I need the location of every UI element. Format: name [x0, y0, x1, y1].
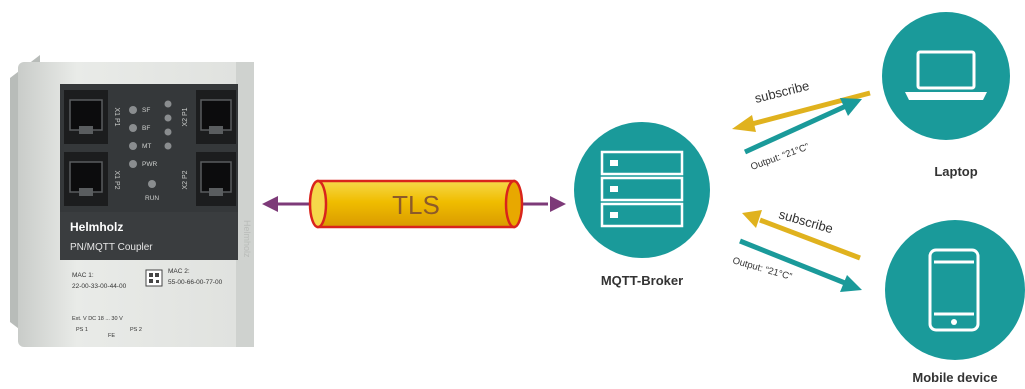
- subscribe-arrowhead-laptop-icon: [732, 115, 756, 132]
- mac2-label: MAC 2:: [168, 268, 190, 275]
- ps2-label: PS 2: [130, 327, 142, 333]
- output-arrow-mobile: [739, 238, 846, 286]
- led-label-run: RUN: [145, 195, 159, 202]
- led-run: [148, 180, 156, 188]
- tls-tube: [308, 179, 524, 229]
- device-side: [236, 62, 254, 347]
- ethernet-port-x2p2[interactable]: [196, 152, 236, 206]
- arrow-head-left-icon: [262, 196, 278, 212]
- port-label-x1p2: X1 P2: [113, 170, 120, 189]
- mac1-label: MAC 1:: [72, 272, 94, 279]
- mobile-circle: [885, 220, 1025, 360]
- mobile-label: Mobile device: [912, 370, 997, 385]
- tls-link: TLS: [262, 179, 566, 229]
- arrow-head-right-icon: [550, 196, 566, 212]
- ethernet-port-x1p2[interactable]: [64, 152, 108, 206]
- led-label-mt: MT: [142, 143, 151, 150]
- smartphone-icon: [928, 248, 980, 332]
- output-arrow-laptop: [743, 103, 848, 155]
- output-arrowhead-mobile-icon: [840, 275, 862, 292]
- mobile-client: Mobile device: [885, 220, 1025, 385]
- port-label-x2p2: X2 P2: [182, 170, 189, 189]
- mac2-value: 55-00-66-00-77-00: [168, 279, 223, 286]
- subscribe-arrow-mobile: [759, 217, 861, 261]
- laptop-circle: [882, 12, 1010, 140]
- broker-circle: [574, 122, 710, 258]
- fe-label: FE: [108, 333, 115, 339]
- port-label-x1p1: X1 P1: [113, 107, 120, 126]
- led-label-sf: SF: [142, 107, 150, 114]
- led-label-bf: BF: [142, 125, 150, 132]
- port-label-x2p1: X2 P1: [182, 107, 189, 126]
- laptop-label: Laptop: [934, 164, 977, 179]
- led-label-pwr: PWR: [142, 161, 157, 168]
- ps1-label: PS 1: [76, 327, 88, 333]
- led-mt: [129, 142, 137, 150]
- subscribe-arrow-laptop: [747, 90, 871, 128]
- laptop-messages: subscribe Output: “21°C”: [732, 78, 871, 173]
- mac1-value: 22-00-33-00-44-00: [72, 283, 127, 290]
- device-brand: Helmholz: [70, 220, 123, 234]
- led-bf: [129, 124, 137, 132]
- side-brand-text: Helmholz: [242, 220, 252, 258]
- subscribe-label-laptop: subscribe: [753, 78, 811, 106]
- ethernet-port-x2p1[interactable]: [196, 90, 236, 144]
- server-icon: [600, 150, 684, 228]
- subscribe-arrowhead-mobile-icon: [742, 210, 762, 228]
- brand-strip: [60, 212, 238, 260]
- broker-label: MQTT-Broker: [601, 273, 683, 288]
- status-leds: SF BF MT PWR RUN: [129, 100, 172, 202]
- laptop-icon: [905, 50, 987, 100]
- laptop-client: Laptop: [882, 12, 1010, 179]
- ethernet-port-x1p1[interactable]: [64, 90, 108, 144]
- coupler-device: Helmholz X1 P1 X1 P2 X2 P1 X2 P2: [10, 55, 254, 347]
- led-pwr: [129, 160, 137, 168]
- device-model: PN/MQTT Coupler: [70, 242, 153, 253]
- led-sf: [129, 106, 137, 114]
- mqtt-broker: MQTT-Broker: [574, 122, 710, 288]
- mobile-messages: subscribe Output: “21°C”: [731, 206, 862, 292]
- qr-code-icon: [145, 269, 163, 287]
- output-arrowhead-laptop-icon: [840, 98, 862, 116]
- tls-label: TLS: [392, 190, 440, 220]
- power-text: Ext. V DC 18 ... 30 V: [72, 316, 123, 322]
